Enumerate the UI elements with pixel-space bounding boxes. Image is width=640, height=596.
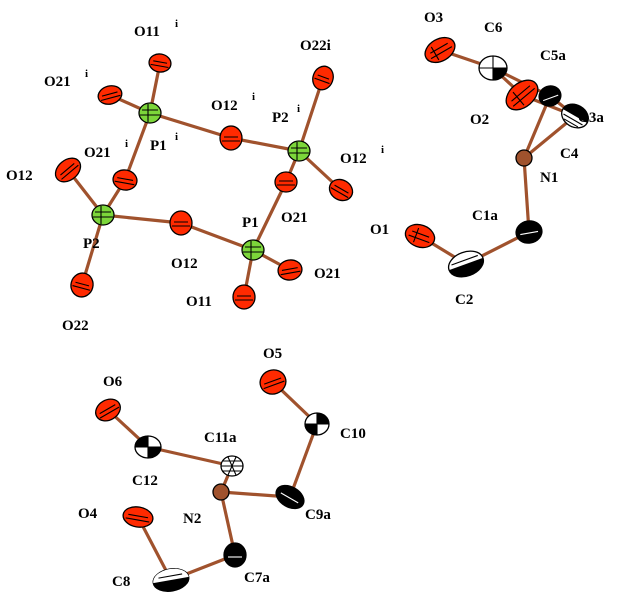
bond-o12-p1 xyxy=(179,221,255,252)
label-o22i: O22i xyxy=(300,38,331,54)
atom-o21-a xyxy=(274,171,298,193)
atom-o22i xyxy=(312,65,334,91)
label-o4: O4 xyxy=(78,506,98,522)
label-o22: O22 xyxy=(62,318,89,334)
label-c3a: C3a xyxy=(578,110,604,126)
atom-c3a xyxy=(561,103,589,129)
label-o21i-b: O21 xyxy=(84,145,111,161)
label-o12i-b-sup: i xyxy=(381,144,384,156)
atom-c12 xyxy=(134,435,162,459)
bonds xyxy=(66,48,577,582)
atom-o2 xyxy=(505,79,539,111)
atom-o12i-b xyxy=(328,178,354,202)
atom-c11a xyxy=(220,455,244,477)
label-p1i: P1 xyxy=(150,138,167,154)
atom-o1 xyxy=(404,223,436,249)
atom-p2i xyxy=(287,140,311,162)
bond-n1-c1a xyxy=(522,156,531,234)
bond-c12-c11a xyxy=(146,445,234,468)
atom-o22 xyxy=(70,272,94,298)
atom-c5a xyxy=(538,85,562,107)
label-c7a: C7a xyxy=(244,570,270,586)
label-o21i-b-sup: i xyxy=(125,138,128,150)
atom-c10 xyxy=(304,412,330,436)
bond-p1i-o12i xyxy=(148,111,233,140)
label-c4: C4 xyxy=(560,146,579,162)
atom-p1i xyxy=(138,102,162,124)
atom-c6 xyxy=(478,55,508,81)
label-c11a: C11a xyxy=(204,430,237,446)
label-o21-a: O21 xyxy=(281,210,308,226)
bond-c10-c9a xyxy=(288,422,319,499)
label-c8: C8 xyxy=(112,574,130,590)
label-c12: C12 xyxy=(132,473,158,489)
atom-o21-b xyxy=(277,259,303,281)
label-n2: N2 xyxy=(183,511,201,527)
label-o21i-a: O21 xyxy=(44,74,71,90)
atom-o21i-a xyxy=(97,85,123,105)
bond-p2-o12 xyxy=(101,213,183,225)
label-p2i-sup: i xyxy=(297,103,300,115)
label-n1: N1 xyxy=(540,170,558,186)
bond-c5a-n1 xyxy=(522,94,552,160)
atom-o21i-b xyxy=(112,169,138,191)
label-o12i-b: O12 xyxy=(340,151,367,167)
label-o1: O1 xyxy=(370,222,389,238)
label-c10: C10 xyxy=(340,426,366,442)
label-o3: O3 xyxy=(424,10,443,26)
label-p1: P1 xyxy=(242,215,259,231)
atom-c9a xyxy=(275,484,305,510)
atom-o5 xyxy=(259,369,287,395)
label-c1a: C1a xyxy=(472,208,498,224)
label-c2: C2 xyxy=(455,292,473,308)
label-o12i-a-sup: i xyxy=(252,91,255,103)
label-o6: O6 xyxy=(103,374,123,390)
atom-n2 xyxy=(212,483,230,501)
label-o11i-sup: i xyxy=(175,18,178,30)
label-p2i: P2 xyxy=(272,110,289,126)
label-c9a: C9a xyxy=(305,507,331,523)
atom-o12-left xyxy=(54,157,82,183)
bond-p1i-o21i xyxy=(123,111,152,182)
label-o2: O2 xyxy=(470,112,489,128)
atom-c7a xyxy=(223,542,247,568)
atom-p2 xyxy=(91,204,115,226)
atom-o11i xyxy=(148,53,172,73)
label-c6: C6 xyxy=(484,20,503,36)
atom-o6 xyxy=(95,398,121,422)
label-o12-mid: O12 xyxy=(171,256,198,272)
atom-c8 xyxy=(152,568,190,592)
label-o12-left: O12 xyxy=(6,168,33,184)
label-o21-b: O21 xyxy=(314,266,341,282)
label-o21i-a-sup: i xyxy=(85,68,88,80)
atom-o12i-a xyxy=(219,125,243,151)
atoms xyxy=(54,36,589,592)
atom-c1a xyxy=(515,220,543,244)
label-c5a: C5a xyxy=(540,48,566,64)
label-o12i-a: O12 xyxy=(211,98,238,114)
label-p2: P2 xyxy=(83,236,100,252)
label-p1i-sup: i xyxy=(175,131,178,143)
atom-c2 xyxy=(447,250,485,278)
atom-n1 xyxy=(515,149,533,167)
atom-p1 xyxy=(241,239,265,261)
label-o11i: O11 xyxy=(134,24,160,40)
label-o5: O5 xyxy=(263,346,282,362)
atom-o12-mid xyxy=(169,210,193,236)
bond-o22i-p2i xyxy=(297,76,325,153)
labels: O3 C6 C5a C3a O2 C4 N1 O1 C1a C2 O11 i O… xyxy=(6,10,604,590)
atom-o3 xyxy=(424,36,456,64)
atom-o4 xyxy=(122,506,154,528)
bond-o21-p1 xyxy=(251,180,288,252)
atom-o11 xyxy=(232,284,256,310)
label-o11: O11 xyxy=(186,294,212,310)
